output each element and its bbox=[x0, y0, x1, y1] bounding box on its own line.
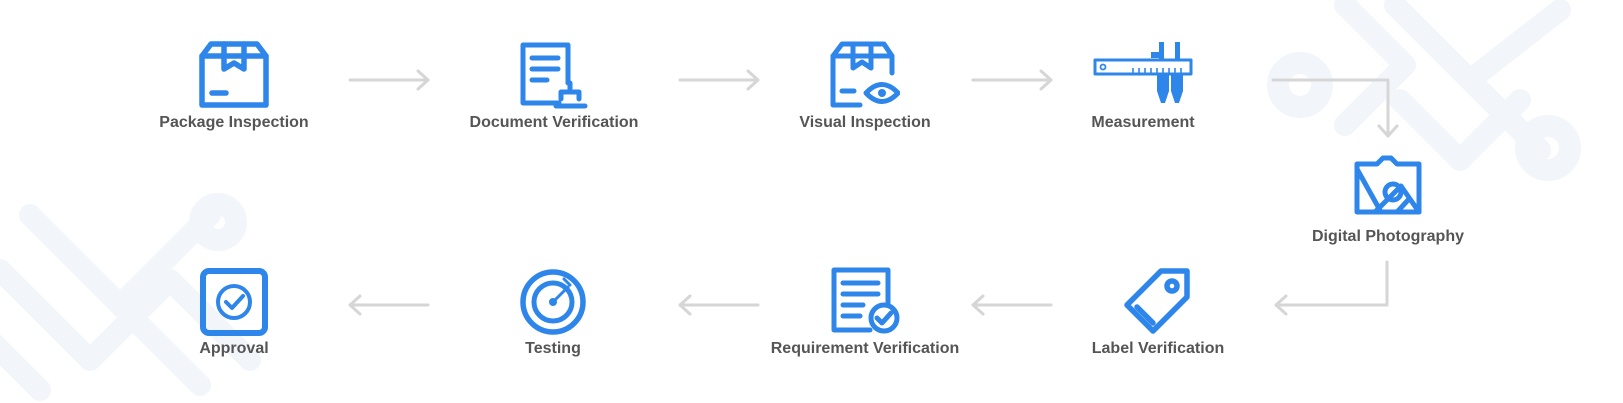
step-label: Testing bbox=[525, 340, 581, 357]
caliper-icon bbox=[1093, 42, 1193, 103]
gauge-icon bbox=[520, 269, 586, 335]
arrow-7-8 bbox=[678, 294, 760, 316]
package-icon bbox=[199, 41, 269, 108]
step-label: Measurement bbox=[1091, 114, 1195, 131]
step-label: Document Verification bbox=[469, 114, 639, 131]
document-stamp-icon bbox=[520, 42, 588, 109]
arrow-2-3 bbox=[678, 69, 760, 91]
arrow-8-9 bbox=[348, 294, 430, 316]
document-check-icon bbox=[831, 267, 900, 334]
tag-icon bbox=[1124, 268, 1190, 334]
arrow-4-5 bbox=[1271, 78, 1399, 138]
step-label: Visual Inspection bbox=[799, 114, 931, 131]
step-label: Approval bbox=[199, 340, 269, 357]
step-label: Digital Photography bbox=[1312, 228, 1464, 245]
arrow-3-4 bbox=[971, 69, 1053, 91]
step-label: Package Inspection bbox=[159, 114, 309, 131]
arrow-1-2 bbox=[348, 69, 430, 91]
arrow-5-6 bbox=[1274, 260, 1389, 316]
package-eye-icon bbox=[830, 41, 900, 108]
approval-check-icon bbox=[200, 268, 268, 336]
step-label: Requirement Verification bbox=[770, 340, 960, 357]
arrow-6-7 bbox=[971, 294, 1053, 316]
step-label: Label Verification bbox=[1091, 340, 1225, 357]
photo-icon bbox=[1354, 155, 1422, 215]
